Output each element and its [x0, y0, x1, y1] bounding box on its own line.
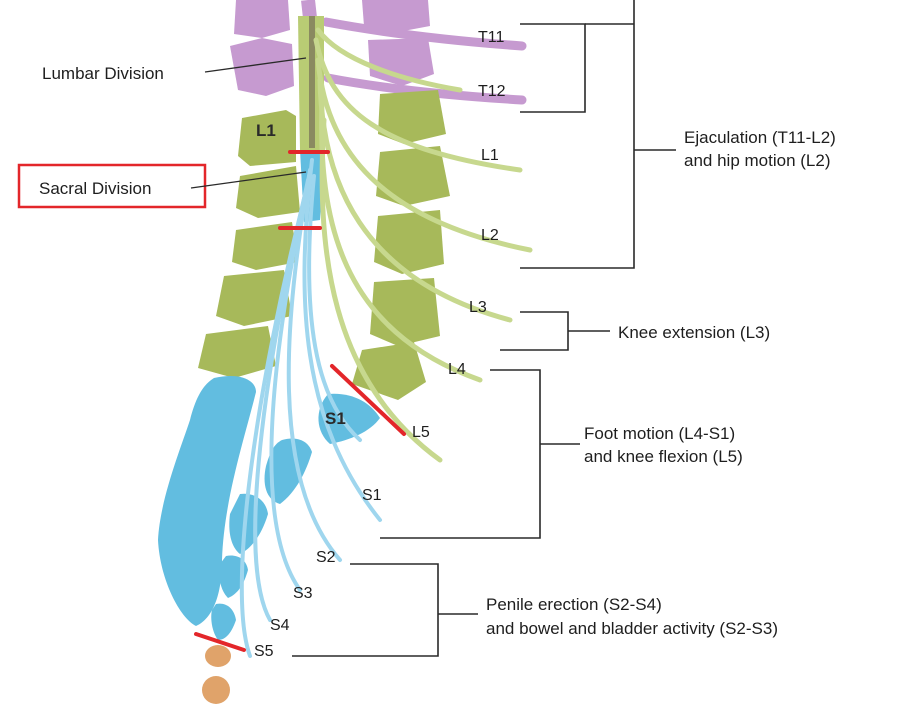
- nerve-label-l2: L2: [481, 227, 499, 244]
- foot-motion-label-line2: and knee flexion (L5): [584, 447, 743, 466]
- nerve-label-l4: L4: [448, 361, 466, 378]
- vertebra-body-1: [378, 90, 446, 144]
- lumbar-leader-line: [204, 57, 307, 73]
- nerve-label-s5: S5: [254, 643, 274, 660]
- lumbar-vertebrae: [198, 90, 450, 400]
- sacral-segment-3: [229, 493, 268, 554]
- vertebra-l4: [216, 270, 292, 326]
- sacral-segment-2: [264, 438, 312, 504]
- foot-motion-label-line1: Foot motion (L4-S1): [584, 424, 735, 443]
- nerve-label-l3: L3: [469, 299, 487, 316]
- vertebra-t-mid-left: [230, 38, 294, 96]
- nerve-label-l1: L1: [481, 147, 499, 164]
- nerve-root-labels: T11 T12 L1 L2 L3 L4 L5 S1 S2 S3 S4 S5: [254, 29, 506, 660]
- ejaculation-label-line2: and hip motion (L2): [684, 151, 830, 170]
- vertebra-t-right: [368, 38, 434, 86]
- vertebra-l5: [198, 326, 276, 378]
- lumbar-nerves: [313, 27, 533, 463]
- nerve-label-t11: T11: [478, 29, 504, 46]
- sacral-nerves: [239, 158, 382, 658]
- lumbar-division-label: Lumbar Division: [42, 64, 164, 83]
- ejaculation-label-line1: Ejaculation (T11-L2): [684, 128, 836, 147]
- vertebra-body-2: [376, 146, 450, 206]
- sacral-segment-5: [211, 603, 236, 640]
- coccyx: [202, 645, 231, 704]
- nerve-root-s5: [239, 198, 306, 658]
- cord-purple: [301, 0, 317, 19]
- marker-s5: [194, 632, 246, 652]
- coccyx-lower: [202, 676, 230, 704]
- nerve-root-s1: [302, 158, 382, 522]
- nerve-label-t12: T12: [478, 83, 506, 100]
- vertebra-l3: [232, 222, 298, 270]
- vertebra-l1: [238, 110, 296, 166]
- penile-erection-label-line2: and bowel and bladder activity (S2-S3): [486, 619, 778, 638]
- nerve-label-s3: S3: [293, 585, 313, 602]
- vertebra-t-upper-right: [362, 0, 430, 32]
- nerve-t12: [323, 73, 527, 105]
- nerve-label-s1: S1: [362, 487, 382, 504]
- thoracic-vertebrae: [230, 0, 527, 105]
- nerve-root-s2: [286, 168, 342, 562]
- bracket-t11-t12: [520, 23, 586, 113]
- bracket-penile: [292, 563, 439, 657]
- knee-extension-label: Knee extension (L3): [618, 323, 770, 342]
- bracket-foot-motion: [380, 369, 541, 539]
- nerve-label-s2: S2: [316, 549, 336, 566]
- bracket-ejaculation: [520, 0, 635, 269]
- coccyx-upper: [205, 645, 231, 667]
- nerve-t11: [321, 17, 527, 51]
- vertebra-body-4: [370, 278, 440, 346]
- vertebra-t-upper-left: [234, 0, 290, 38]
- nerve-label-s4: S4: [270, 617, 290, 634]
- nerve-root-l5: [319, 117, 443, 463]
- marker-l5-s1: [330, 364, 406, 436]
- vertebra-label-s1: S1: [325, 409, 346, 428]
- sacrum-left-wing: [158, 375, 256, 626]
- sacral-leader-line: [190, 171, 307, 189]
- nerve-label-l5: L5: [412, 424, 430, 441]
- penile-erection-label-line1: Penile erection (S2-S4): [486, 595, 662, 614]
- sacrum: [158, 375, 380, 640]
- vertebra-label-l1: L1: [256, 121, 276, 140]
- nerve-root-extra: [315, 27, 463, 93]
- nerve-root-l1: [313, 37, 523, 173]
- function-brackets: [292, 0, 676, 657]
- sacral-division-label: Sacral Division: [39, 179, 151, 198]
- function-labels: Ejaculation (T11-L2) and hip motion (L2)…: [486, 128, 836, 638]
- division-labels: Lumbar Division Sacral Division: [39, 57, 307, 198]
- nerve-root-l2: [315, 57, 533, 253]
